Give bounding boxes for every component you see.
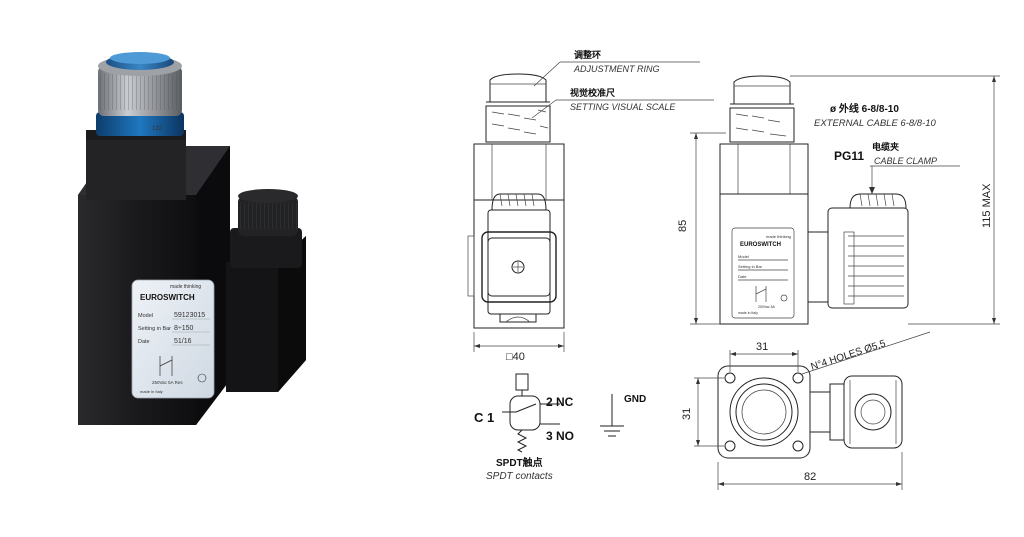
- plate-value-model: 59123015: [174, 312, 205, 319]
- photo-brand: EUROSWITCH: [140, 293, 195, 302]
- pg11-label: PG11: [834, 149, 864, 163]
- adjustment-ring-cn: 调整环: [574, 49, 601, 60]
- photo-nameplate: made thinking EUROSWITCH Model 59123015 …: [131, 279, 215, 399]
- front-view-drawing: □40 调整环 ADJUSTMENT RING 视觉校准尺 SETTING VI…: [467, 49, 714, 363]
- side-plate-brand: EUROSWITCH: [740, 242, 781, 248]
- plate-key-model: Model: [138, 313, 153, 319]
- photo-origin: made in Italy: [140, 389, 163, 394]
- dim-top-31: 31: [756, 341, 768, 353]
- side-nameplate: made thinking EUROSWITCH Model Setting i…: [731, 227, 795, 319]
- side-plate-origin: made in Italy: [738, 311, 758, 315]
- visual-scale-en: SETTING VISUAL SCALE: [570, 102, 676, 112]
- spdt-schematic: C 1 2 NC 3 NO GND SPDT触点 SPDT contacts: [474, 373, 646, 482]
- dim-width-40: □40: [506, 351, 525, 363]
- side-plate-row-date: Date: [738, 274, 747, 279]
- top-view-drawing: 31 31 82 N°4 HOLES Ø5,5: [681, 331, 931, 490]
- dim-height-85: 85: [677, 220, 689, 232]
- ce-mark-icon: [197, 373, 207, 383]
- plate-key-setting: Setting in Bar: [138, 326, 171, 332]
- side-plate-row-setting: Setting in Bar: [738, 264, 763, 269]
- ground-icon: [600, 394, 624, 437]
- plate-value-date: 51/16: [174, 338, 192, 345]
- side-plate-tagline: made thinking: [766, 234, 791, 239]
- side-view-drawing: made thinking EUROSWITCH Model Setting i…: [677, 75, 1000, 325]
- schematic-gnd: GND: [624, 394, 646, 405]
- screw-icon: [511, 260, 525, 274]
- external-cable-en: EXTERNAL CABLE 6-8/8-10: [814, 118, 937, 129]
- schematic-nc: 2 NC: [546, 395, 574, 409]
- mount-hole-icon: [724, 372, 736, 384]
- scale-mark-text: 132: [152, 126, 163, 132]
- plate-key-date: Date: [138, 339, 150, 345]
- spdt-en: SPDT contacts: [486, 471, 553, 482]
- product-photo: 132 made thinking EUROSWITCH Model 59123…: [78, 52, 306, 425]
- side-ce-mark-icon: [780, 294, 788, 302]
- dim-width-82: 82: [804, 471, 816, 483]
- side-plate-rating: 250Vac 5A: [758, 305, 776, 309]
- schematic-no: 3 NO: [546, 429, 574, 443]
- visual-scale-cn: 视觉校准尺: [570, 87, 615, 98]
- photo-plate-rows: Model 59123015 Setting in Bar 8÷150 Date…: [138, 312, 210, 346]
- cable-clamp-cn: 电缆夹: [872, 141, 899, 152]
- photo-plate-symbol: [159, 356, 173, 376]
- adjustment-ring-en: ADJUSTMENT RING: [573, 64, 660, 74]
- external-cable-cn: ø 外线 6-8/8-10: [830, 102, 899, 115]
- photo-rating: 250Vac 5A Res: [152, 380, 183, 385]
- dim-side-31: 31: [681, 408, 693, 420]
- holes-callout: N°4 HOLES Ø5,5: [810, 338, 888, 373]
- schematic-c1: C 1: [474, 410, 494, 425]
- plate-value-setting: 8÷150: [174, 325, 194, 332]
- dim-height-115: 115 MAX: [981, 183, 993, 228]
- side-plate-row-model: Model: [738, 254, 749, 259]
- connector-plug: [226, 189, 306, 392]
- photo-brand-tagline: made thinking: [170, 284, 201, 290]
- cable-clamp-en: CABLE CLAMP: [874, 156, 937, 166]
- spdt-cn: SPDT触点: [496, 456, 543, 469]
